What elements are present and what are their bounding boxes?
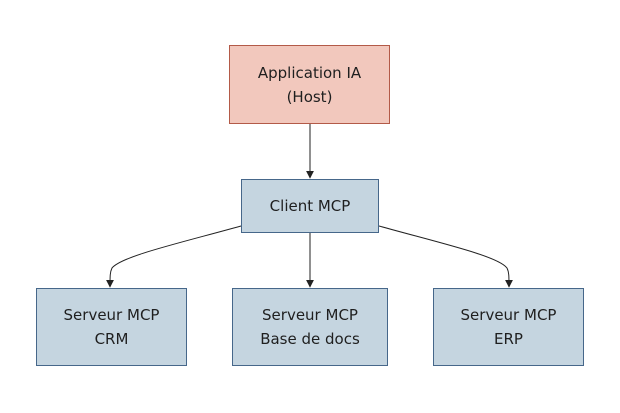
edge-client-to-erp	[378, 225, 513, 288]
node-erp-line2: ERP	[494, 330, 523, 348]
edge-client-to-crm	[106, 225, 242, 288]
node-server-crm: Serveur MCP CRM	[36, 288, 187, 366]
node-client-label: Client MCP	[269, 197, 351, 215]
node-server-docs: Serveur MCP Base de docs	[232, 288, 388, 366]
node-docs-line1: Serveur MCP	[262, 306, 358, 324]
node-crm-line2: CRM	[94, 330, 129, 348]
node-server-erp: Serveur MCP ERP	[433, 288, 584, 366]
node-host-application: Application IA (Host)	[229, 45, 390, 124]
node-host-line2: (Host)	[286, 87, 333, 106]
node-erp-line1: Serveur MCP	[460, 306, 557, 324]
node-crm-line1: Serveur MCP	[63, 306, 160, 324]
node-client-mcp: Client MCP	[241, 179, 379, 233]
node-docs-line2: Base de docs	[260, 330, 360, 348]
node-host-line1: Application IA	[257, 63, 362, 82]
